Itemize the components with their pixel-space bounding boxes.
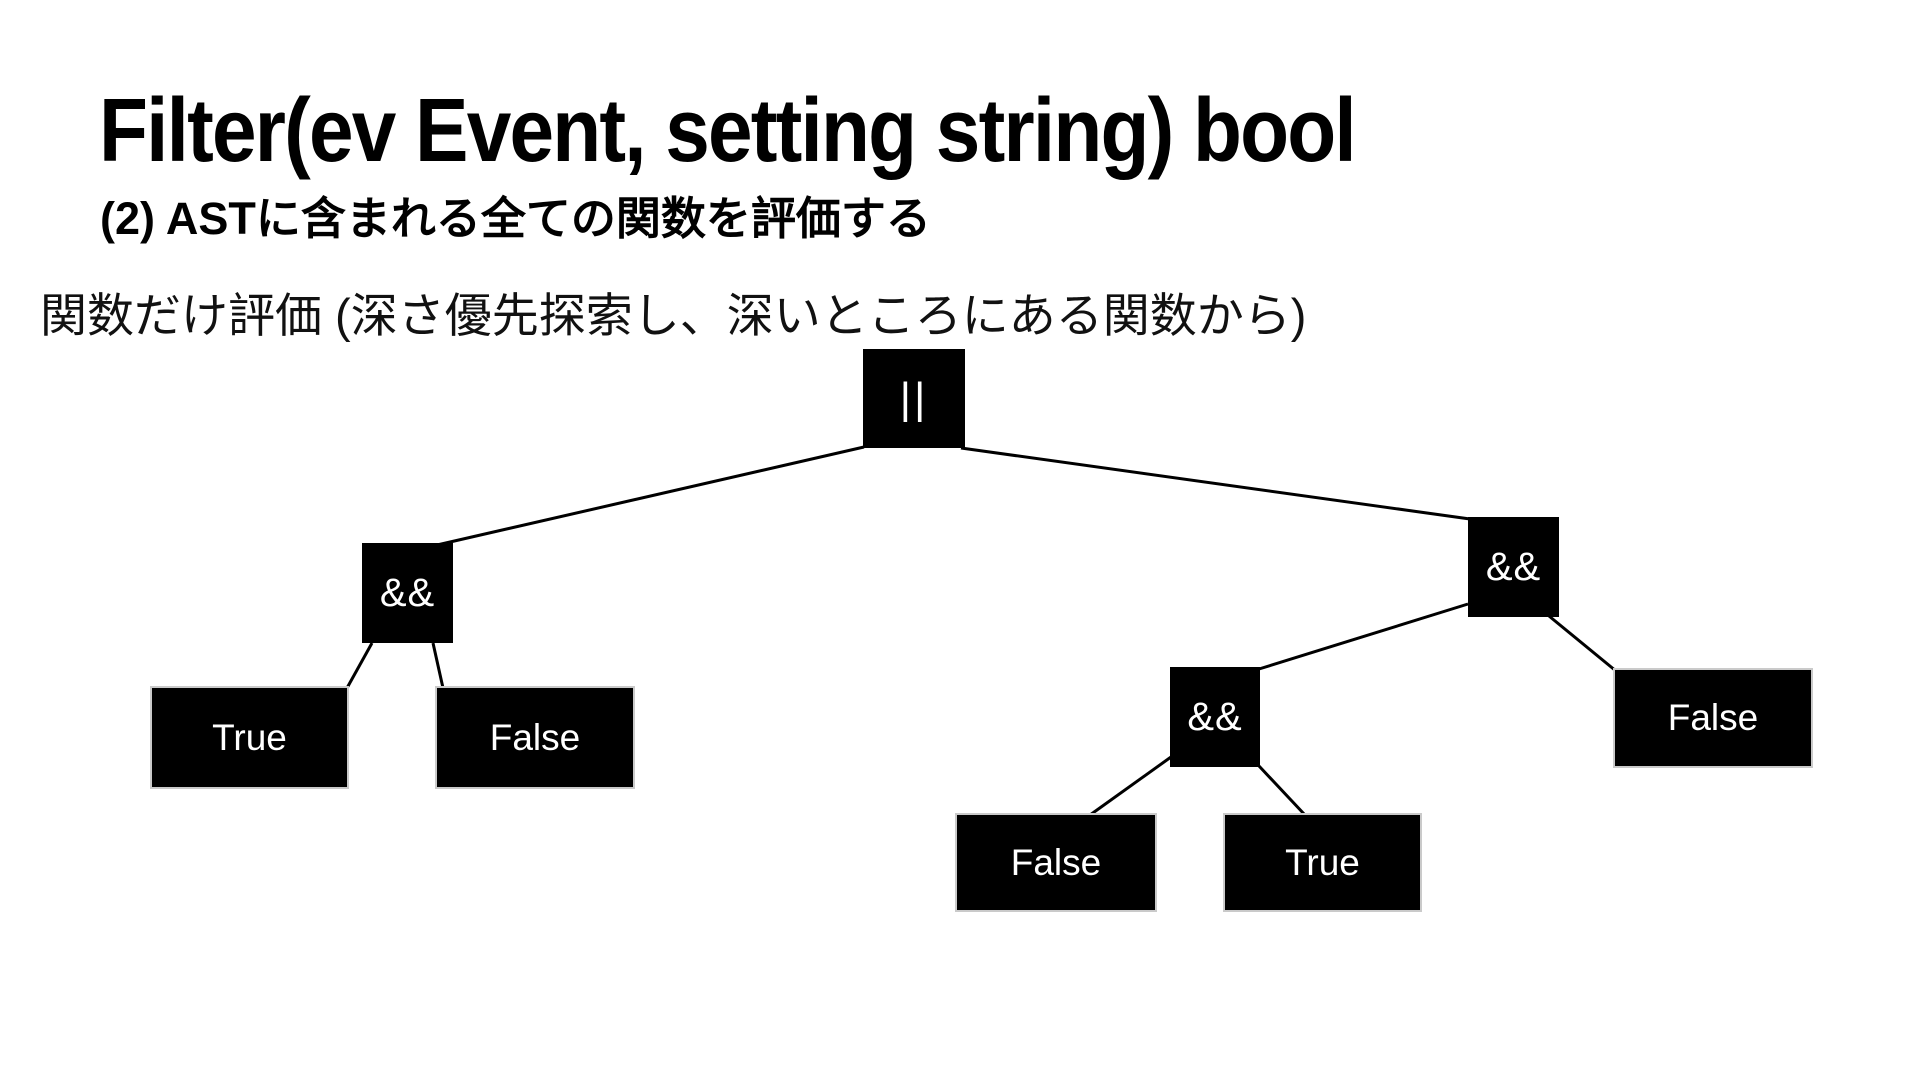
tree-node-and-inner: &&: [1170, 667, 1260, 767]
tree-node-false-left: False: [435, 686, 635, 789]
tree-node-true-left: True: [150, 686, 349, 789]
tree-edge-and-inner-false-bottom: [1089, 755, 1172, 817]
tree-node-true-bottom: True: [1223, 813, 1422, 912]
slide-title: Filter(ev Event, setting string) bool: [99, 81, 1357, 181]
tree-edge-or-root-and-right: [960, 446, 1471, 521]
tree-edge-and-inner-true-bottom: [1257, 764, 1307, 817]
slide-caption: 関数だけ評価 (深さ優先探索し、深いところにある関数から): [40, 289, 1307, 342]
tree-node-label: &&: [1485, 544, 1542, 589]
tree-node-label: False: [1010, 841, 1102, 883]
slide-subtitle: (2) ASTに含まれる全ての関数を評価する: [100, 193, 931, 244]
tree-edge-and-right-false-right: [1548, 614, 1617, 673]
tree-node-label: False: [489, 716, 581, 758]
tree-node-label: False: [1667, 697, 1759, 738]
tree-edge-and-left-true-left: [345, 642, 374, 689]
tree-node-and-right: &&: [1468, 517, 1559, 617]
tree-node-false-right: False: [1613, 668, 1813, 768]
tree-node-label: True: [212, 716, 287, 758]
tree-edge-and-left-false-left: [431, 642, 445, 689]
tree-node-label: True: [1285, 841, 1360, 883]
tree-node-label: &&: [1187, 694, 1243, 739]
tree-edge-and-right-and-inner: [1258, 602, 1469, 671]
tree-node-label: &&: [379, 570, 436, 615]
tree-edge-or-root-and-left: [436, 445, 865, 547]
tree-node-and-left: &&: [362, 543, 453, 643]
tree-node-label: ||: [899, 373, 929, 423]
tree-node-false-bottom: False: [955, 813, 1157, 912]
tree-node-or-root: ||: [863, 349, 965, 448]
